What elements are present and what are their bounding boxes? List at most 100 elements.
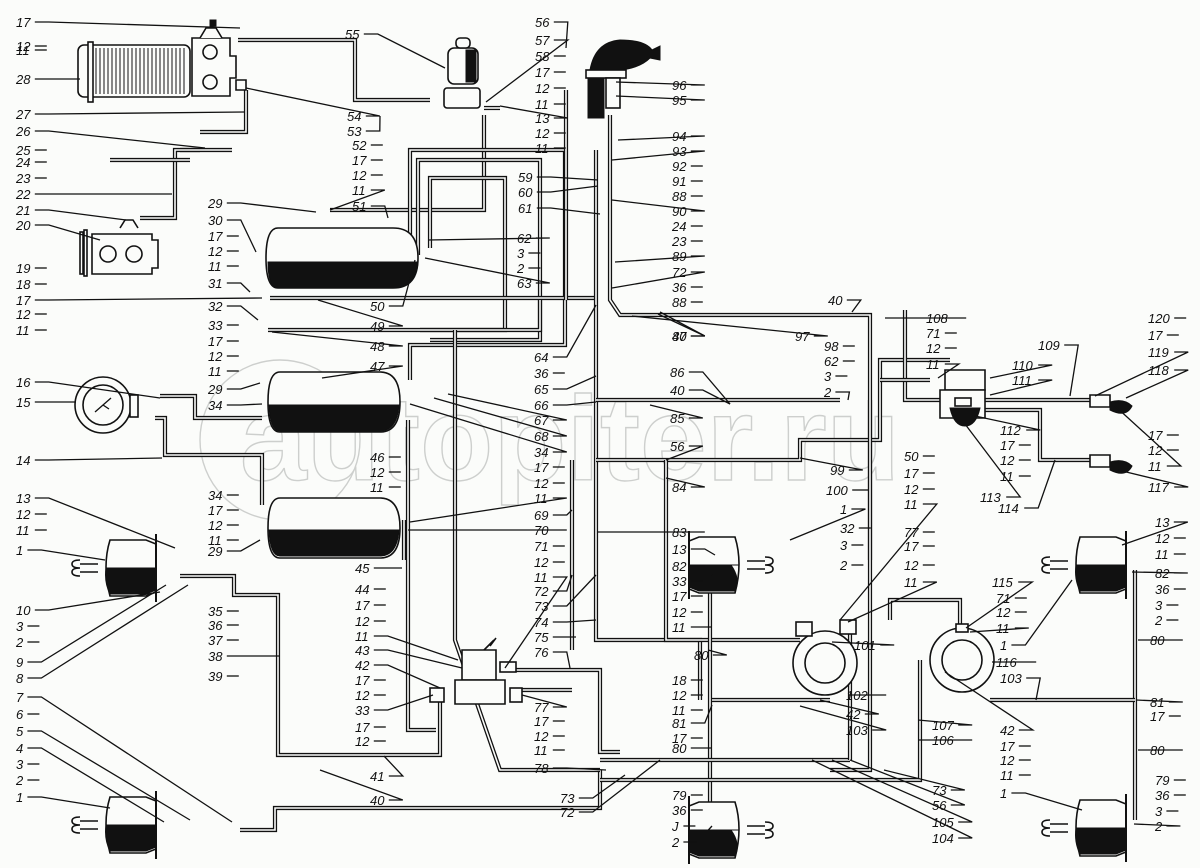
callout-label: 11 [534,743,548,758]
leader-line [226,403,263,406]
callout-label: 95 [672,93,687,108]
callout-label: 66 [534,398,549,413]
callout-label: 17 [208,229,223,244]
leader-line [553,21,569,49]
leader-line [409,403,567,453]
callout-label: 71 [996,591,1010,606]
callout-label: 47 [370,359,385,374]
leader-line [944,671,1035,731]
callout-label: 108 [926,311,948,326]
callout-label: 81 [1150,695,1164,710]
leader-line [552,619,597,623]
callout-label: 7 [16,690,24,705]
callout-label: 80 [1150,743,1165,758]
callout-label: 12 [534,555,549,570]
callout-label: 12 [672,605,687,620]
leader-line [536,176,599,181]
leader-line [536,185,599,193]
callout-label: 42 [355,658,370,673]
callout-label: 70 [534,523,549,538]
callout-label: 24 [15,155,30,170]
callout-label: 11 [1155,547,1169,562]
callout-label: 17 [352,153,367,168]
callout-label: 12 [1000,753,1015,768]
callout-label: 42 [846,707,861,722]
callout-label: 2 [823,385,832,400]
callout-label: 11 [926,357,940,372]
callout-label: 40 [672,329,687,344]
pipe-29 [887,597,963,630]
pipe-13 [240,770,603,833]
callout-label: 11 [672,703,686,718]
callout-label: 16 [16,375,31,390]
callout-label: 11 [996,621,1010,636]
callout-label: 36 [672,803,687,818]
callout-label: 17 [355,598,370,613]
callout-label: 15 [16,395,31,410]
receiver-bottom-icon [267,497,401,559]
callout-label: 17 [1148,428,1163,443]
callout-label: 17 [355,720,370,735]
leader-line [614,255,705,263]
leader-line [1133,823,1181,827]
callout-label: 77 [534,700,549,715]
leader-line [27,696,233,823]
callout-label: 22 [15,187,31,202]
leader-line [27,584,167,663]
callout-label: 93 [672,144,687,159]
callout-label: 85 [670,411,685,426]
leader-line [424,257,550,284]
callout-label: 88 [672,189,687,204]
callout-label: 11 [208,533,222,548]
callout-label: 17 [904,466,919,481]
callout-label: 11 [208,364,222,379]
callout-label: 73 [560,791,575,806]
connecting-head-2-icon [1089,454,1133,474]
callout-label: 12 [535,81,550,96]
callout-label: 12 [996,605,1011,620]
leader-line [1094,351,1189,397]
leader-line [789,508,866,541]
callout-label: 34 [534,445,548,460]
callout-label: 87 [672,329,687,344]
callout-label: 9 [16,655,23,670]
callout-label: 80 [1150,633,1165,648]
pipe-23 [515,667,620,755]
leader-line [321,365,403,379]
leader-line [847,581,938,623]
callout-label: 17 [672,589,687,604]
callout-label: 13 [535,111,550,126]
callout-label: 17 [1000,438,1015,453]
callout-label: 12 [16,307,31,322]
callout-label: 3 [1155,598,1163,613]
callout-label: 14 [16,453,30,468]
callout-label: 17 [208,334,223,349]
callout-label: 13 [1155,515,1170,530]
callout-label: 57 [535,33,550,48]
callout-label: 34 [208,488,222,503]
callout-label: 62 [517,231,532,246]
callout-label: 2 [839,558,848,573]
callout-label: 17 [1148,328,1163,343]
compressor-icon [79,219,159,277]
leader-line [34,591,161,611]
callout-label: 67 [534,413,549,428]
callout-label: 71 [534,539,548,554]
callout-label: 54 [347,109,361,124]
callout-label: 1 [840,502,847,517]
callout-label: 18 [16,277,31,292]
callout-label: 105 [932,815,954,830]
callout-label: 115 [992,575,1013,590]
leader-line [799,705,887,731]
leader-line [974,415,1041,431]
leader-line [499,105,568,119]
brake-chamber-6-icon [1041,794,1127,862]
callout-label: 12 [534,476,549,491]
callout-label: 4 [16,741,23,756]
leader-line [683,825,713,843]
callout-label: 12 [904,482,919,497]
callout-label: 114 [998,501,1019,516]
callout-label: 96 [672,78,687,93]
callout-label: 119 [1148,345,1169,360]
